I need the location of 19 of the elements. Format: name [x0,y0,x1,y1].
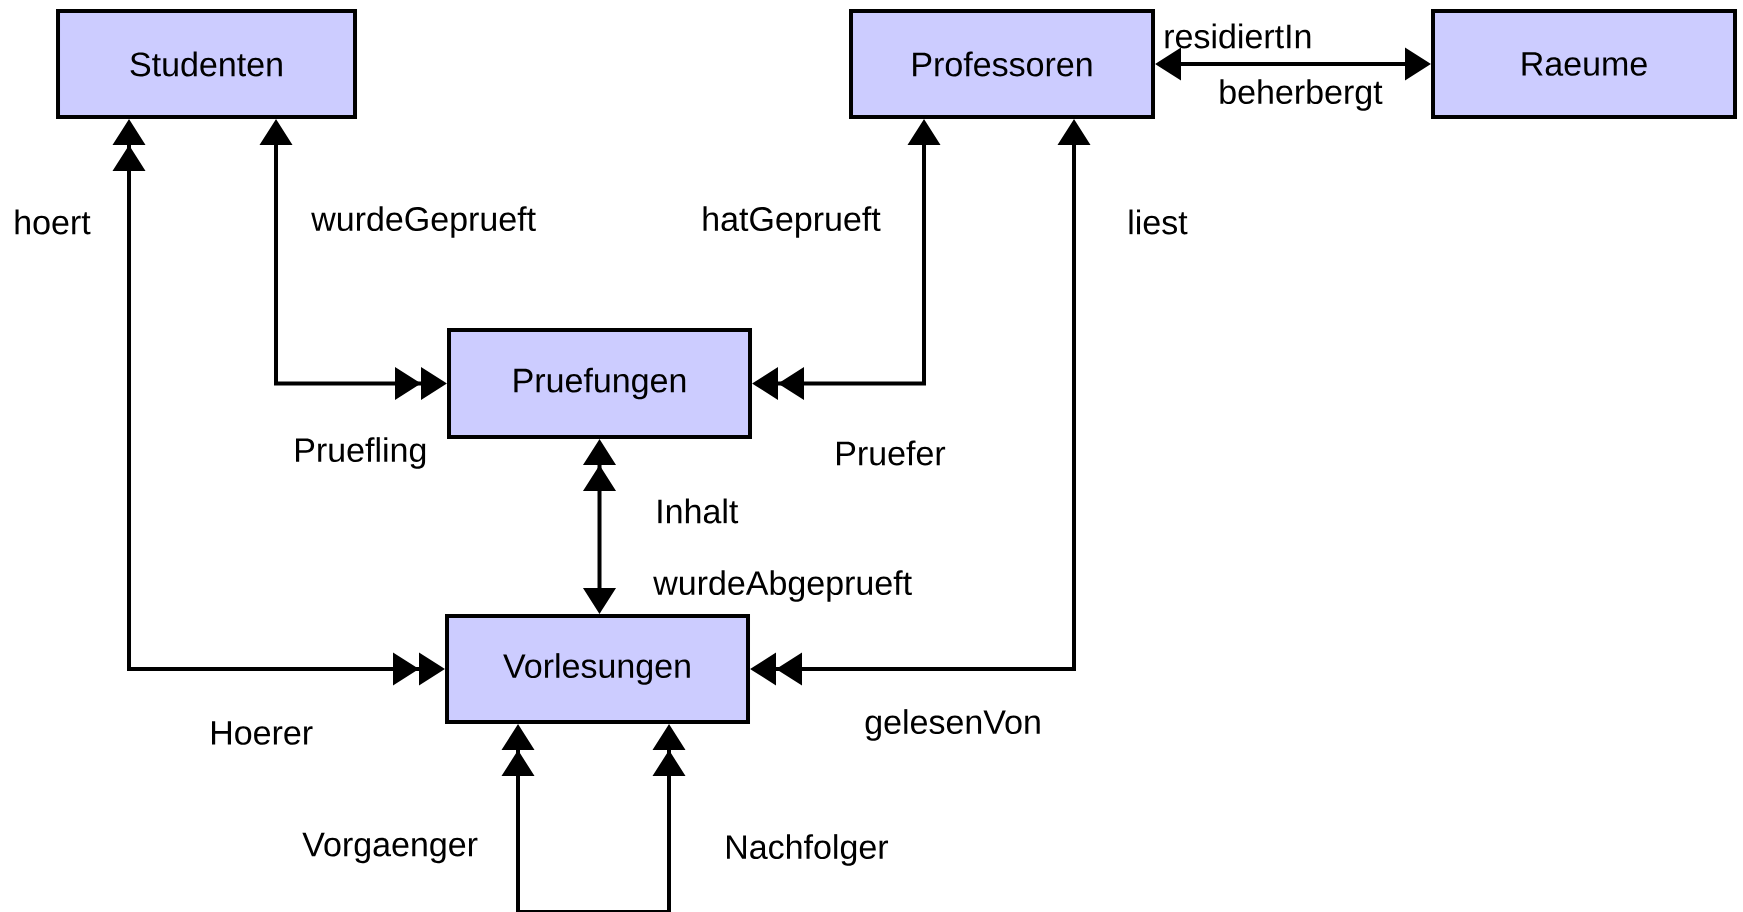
role-label: Pruefer [837,440,946,466]
role-label: Vorgaenger [302,832,478,864]
class-box: Vorlesungen [445,614,750,724]
class-box: Professoren [849,9,1155,119]
role-label: liest [1129,209,1188,235]
class-box: Pruefungen [447,328,752,439]
class-box: Raeume [1431,9,1737,119]
role-label: wurdeAbgeprueft [653,570,912,602]
role-label: Nachfolger [727,834,889,866]
role-label: Pruefling [296,437,426,469]
role-label: wurdeGeprueft [311,206,536,238]
class-box: Studenten [56,9,357,119]
role-label: hoert [15,209,91,235]
role-label: residiertIn [1165,23,1311,49]
role-label: Hoerer [212,721,313,745]
role-label: Inhalt [658,498,739,524]
role-label: gelesenVon [865,709,1040,741]
role-label: beherbergt [1220,79,1383,111]
role-label: hatGeprueft [703,206,881,238]
